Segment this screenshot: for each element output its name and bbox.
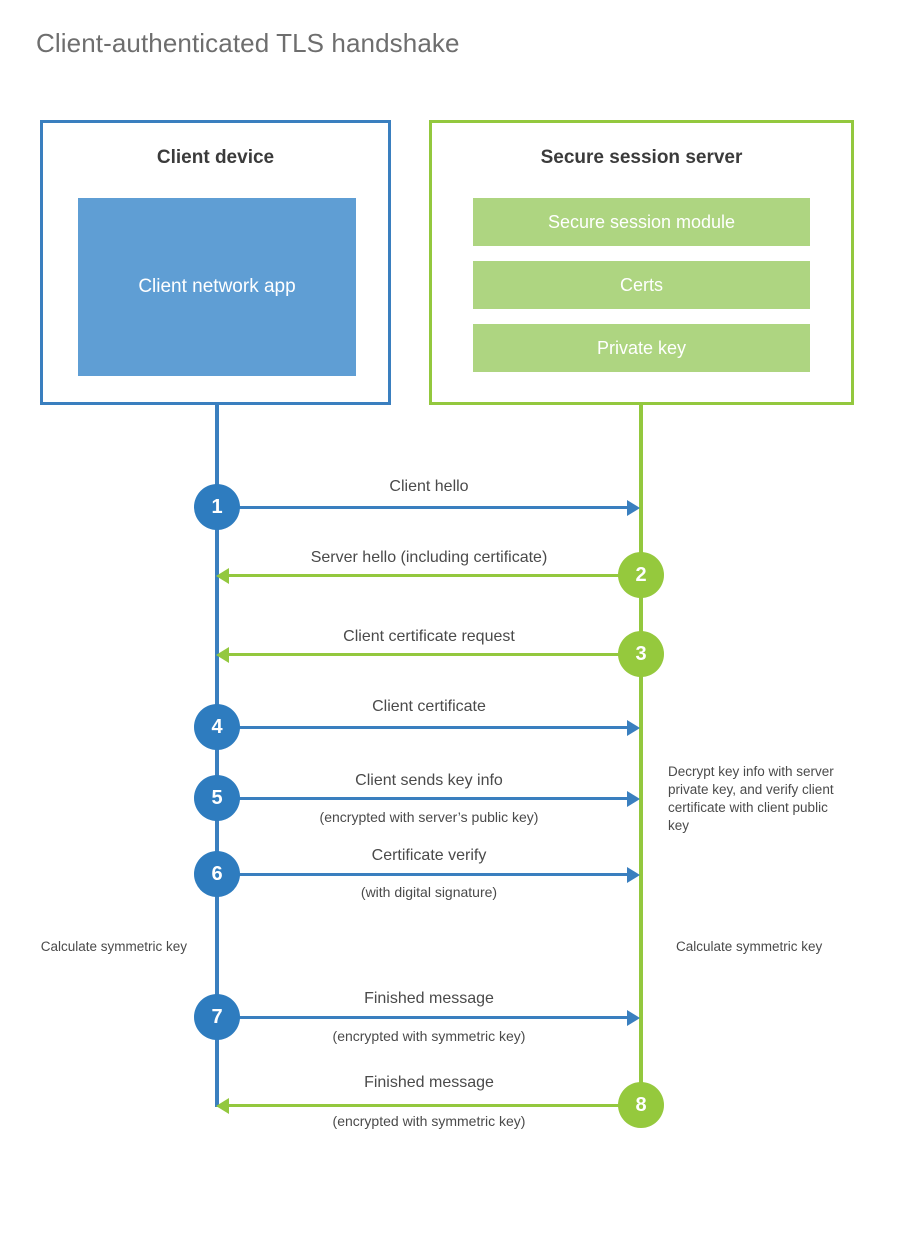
step-6-sublabel: (with digital signature) — [360, 884, 498, 900]
step-5-arrow-head-icon — [627, 790, 640, 807]
server-lifeline — [639, 405, 643, 1107]
step-8-arrow-line — [228, 1104, 641, 1107]
step-1-badge: 1 — [194, 484, 240, 530]
step-6-arrow-head-icon — [627, 866, 640, 883]
step-5-badge: 5 — [194, 775, 240, 821]
step-6-arrow-line — [217, 873, 629, 876]
step-3-arrow-line — [228, 653, 641, 656]
page-title: Client-authenticated TLS handshake — [36, 28, 460, 58]
step-4-arrow-line — [217, 726, 629, 729]
step-3-arrow-head-icon — [216, 646, 229, 663]
step-4-label: Client certificate — [372, 698, 486, 715]
step-2-arrow-line — [228, 574, 641, 577]
client-device-box: Client device Client network app — [40, 120, 391, 405]
client-network-app-block: Client network app — [78, 198, 356, 376]
step-6-label: Certificate verify — [371, 847, 487, 864]
step-6-badge: 6 — [194, 851, 240, 897]
step-1-label: Client hello — [389, 478, 469, 495]
step-1-arrow-head-icon — [627, 499, 640, 516]
step-7-sublabel: (encrypted with symmetric key) — [332, 1028, 526, 1044]
server-block-private-key: Private key — [473, 324, 810, 372]
step-8-arrow-head-icon — [216, 1097, 229, 1114]
step-7-badge: 7 — [194, 994, 240, 1040]
step-5-arrow-line — [217, 797, 629, 800]
secure-session-server-box: Secure session server Secure session mod… — [429, 120, 854, 405]
step-8-badge: 8 — [618, 1082, 664, 1128]
secure-session-server-title: Secure session server — [540, 147, 743, 168]
step-5-sublabel: (encrypted with server’s public key) — [319, 809, 539, 825]
server-decrypt-note: Decrypt key info with server private key… — [668, 764, 834, 833]
step-4-badge: 4 — [194, 704, 240, 750]
step-4-arrow-head-icon — [627, 719, 640, 736]
step-5-label: Client sends key info — [355, 772, 503, 789]
step-1-arrow-line — [217, 506, 629, 509]
client-lifeline — [215, 405, 219, 1107]
step-2-label: Server hello (including certificate) — [310, 549, 548, 566]
step-7-label: Finished message — [364, 990, 494, 1007]
client-device-title: Client device — [156, 147, 275, 168]
server-block-certs: Certs — [473, 261, 810, 309]
step-7-arrow-head-icon — [627, 1009, 640, 1026]
step-8-label: Finished message — [364, 1074, 494, 1091]
step-8-sublabel: (encrypted with symmetric key) — [332, 1113, 526, 1129]
client-calculate-symmetric-key-note: Calculate symmetric key — [40, 939, 187, 954]
step-3-badge: 3 — [618, 631, 664, 677]
server-block-secure-session-module: Secure session module — [473, 198, 810, 246]
step-3-label: Client certificate request — [343, 628, 515, 645]
step-7-arrow-line — [217, 1016, 629, 1019]
server-calculate-symmetric-key-note: Calculate symmetric key — [676, 939, 823, 954]
step-2-arrow-head-icon — [216, 567, 229, 584]
step-2-badge: 2 — [618, 552, 664, 598]
